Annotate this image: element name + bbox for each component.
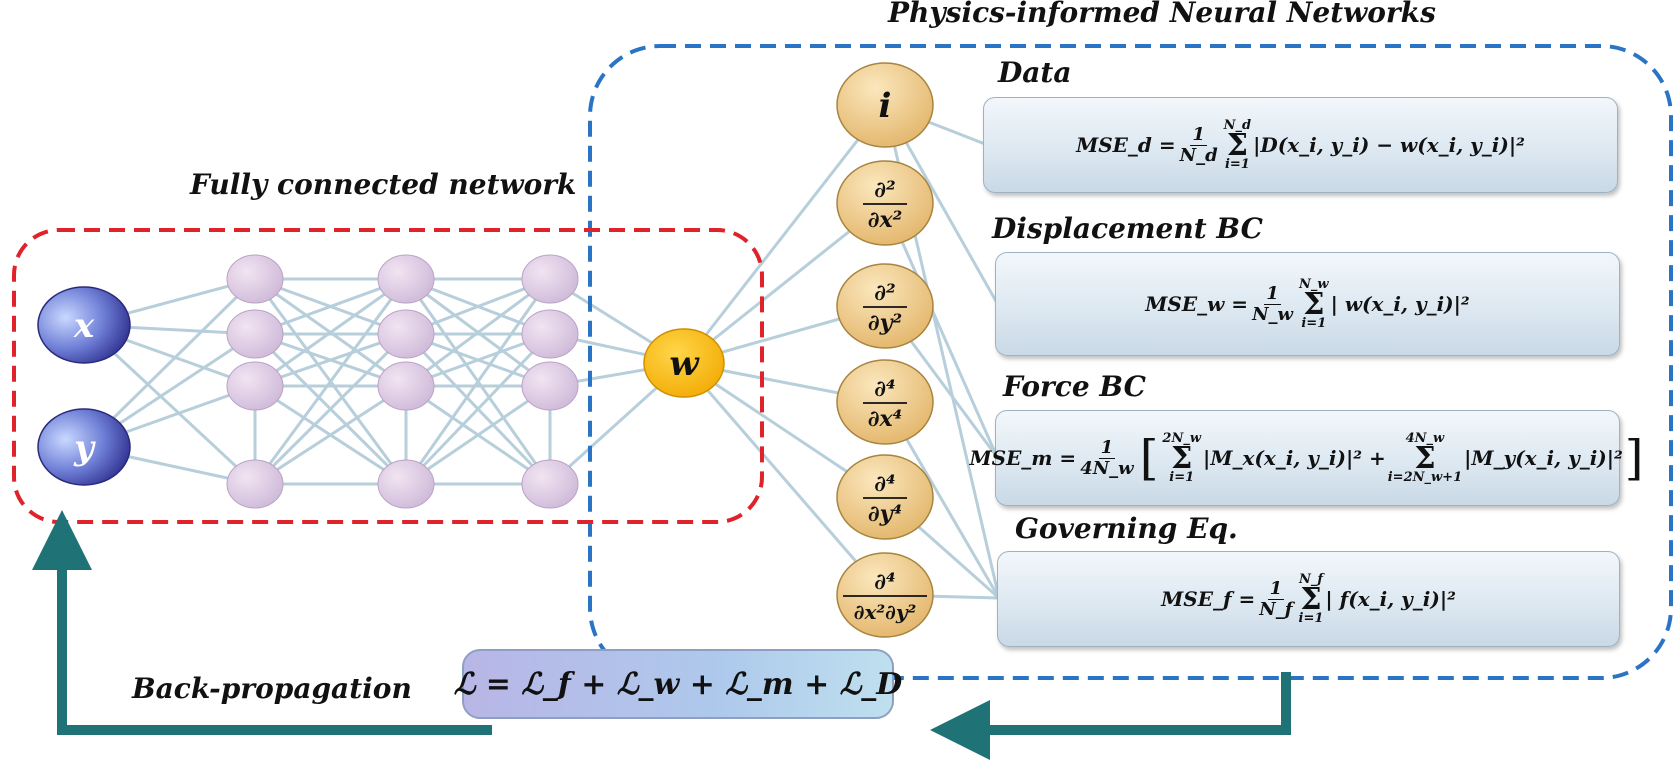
derivative-numerator: ∂⁴: [874, 376, 895, 402]
hidden-node: [521, 254, 579, 304]
backprop-title: Back-propagation: [132, 672, 412, 705]
displacement-fraction: 1 N_w: [1252, 282, 1294, 325]
governing-lhs: MSE_f =: [1161, 587, 1256, 611]
hidden-node: [226, 459, 284, 509]
edge: [253, 278, 408, 485]
force-loss-box: MSE_m = 1 4N_w [ 2N_w Σ i=1 |M_x(x_i, y_…: [969, 410, 1644, 506]
hidden-node: [377, 361, 435, 411]
derivative-numerator: ∂²: [874, 280, 895, 306]
input-node-y: [37, 408, 131, 486]
governing-sum: N_f Σ i=1: [1298, 571, 1324, 626]
derivative-numerator: ∂⁴: [874, 471, 895, 497]
displacement-sum: N_w Σ i=1: [1299, 276, 1329, 331]
data-sum: N_d Σ i=1: [1223, 117, 1252, 172]
hidden-node: [521, 459, 579, 509]
derivative-node-label: i: [879, 86, 892, 126]
input-node-x: [37, 286, 131, 364]
edge: [404, 278, 552, 485]
force-fraction: 1 4N_w: [1080, 436, 1134, 479]
hidden-node: [521, 361, 579, 411]
hidden-node: [377, 459, 435, 509]
force-term-2: |M_y(x_i, y_i)|²: [1464, 446, 1623, 470]
hidden-node: [377, 254, 435, 304]
displacement-lhs: MSE_w =: [1145, 292, 1249, 316]
data-fraction: 1 N_d: [1179, 123, 1218, 166]
force-sum-1: 2N_w Σ i=1: [1162, 430, 1202, 485]
derivative-numerator: ∂²: [874, 177, 895, 203]
return-arrow-right: [930, 672, 1291, 760]
hidden-node: [521, 309, 579, 359]
governing-fraction: 1 N_f: [1259, 577, 1293, 620]
data-rhs: |D(x_i, y_i) − w(x_i, y_i)|²: [1253, 133, 1525, 157]
displacement-loss-box: MSE_w = 1 N_w N_w Σ i=1 | w(x_i, y_i)|²: [995, 252, 1620, 356]
derivative-denominator: ∂x²: [868, 207, 903, 233]
derivative-node-d4x: [836, 359, 934, 445]
edge: [682, 104, 887, 364]
hidden-node: [226, 309, 284, 359]
governing-loss-box: MSE_f = 1 N_f N_f Σ i=1 | f(x_i, y_i)|²: [997, 551, 1620, 647]
output-node-label: w: [669, 344, 700, 384]
pinn-title: Physics-informed Neural Networks: [888, 0, 1436, 29]
derivative-node-d4y: [836, 454, 934, 540]
derivative-denominator: ∂y²: [868, 310, 902, 336]
data-lhs: MSE_d =: [1076, 133, 1176, 157]
derivative-denominator: ∂x⁴: [868, 406, 903, 432]
governing-label: Governing Eq.: [1015, 512, 1238, 545]
input-node-label: x: [73, 306, 95, 346]
edge: [682, 362, 887, 596]
hidden-node: [226, 254, 284, 304]
edge: [883, 202, 999, 458]
output-node-w: [643, 328, 725, 398]
edge: [404, 332, 552, 486]
data-loss-box: MSE_d = 1 N_d N_d Σ i=1 |D(x_i, y_i) − w…: [983, 97, 1618, 193]
fcn-title: Fully connected network: [190, 168, 577, 201]
force-term-1: |M_x(x_i, y_i)|² +: [1203, 446, 1386, 470]
network-nodes: x y w i ∂² ∂x² ∂² ∂y² ∂⁴ ∂x⁴ ∂⁴ ∂y⁴ ∂⁴ ∂x²∂y²: [37, 62, 934, 638]
force-lhs: MSE_m =: [969, 446, 1077, 470]
governing-rhs: | f(x_i, y_i)|²: [1325, 587, 1456, 611]
force-sum-2: 4N_w Σ i=2N_w+1: [1387, 430, 1463, 485]
derivative-node-identity: [836, 62, 934, 148]
edge: [254, 277, 407, 388]
derivative-node-d2x: [836, 160, 934, 246]
total-loss-formula: ℒ = ℒ_f + ℒ_w + ℒ_m + ℒ_D: [453, 666, 903, 702]
displacement-label: Displacement BC: [992, 212, 1263, 245]
derivative-node-d2y: [836, 263, 934, 349]
total-loss-box: ℒ = ℒ_f + ℒ_w + ℒ_m + ℒ_D: [454, 649, 902, 719]
displacement-rhs: | w(x_i, y_i)|²: [1330, 292, 1470, 316]
derivative-denominator: ∂y⁴: [868, 501, 902, 527]
edge: [253, 332, 408, 486]
edge: [405, 277, 551, 388]
hidden-node: [226, 361, 284, 411]
edge: [254, 384, 407, 486]
force-label: Force BC: [1003, 370, 1146, 403]
derivative-denominator: ∂x²∂y²: [854, 600, 917, 624]
hidden-node: [377, 309, 435, 359]
edge: [405, 384, 551, 486]
backprop-arrow: [31, 510, 492, 735]
data-label: Data: [998, 56, 1072, 89]
input-node-label: y: [73, 428, 96, 468]
derivative-node-d4xy: [836, 552, 934, 638]
derivative-numerator: ∂⁴: [874, 569, 895, 595]
fcn-region: [12, 228, 764, 524]
